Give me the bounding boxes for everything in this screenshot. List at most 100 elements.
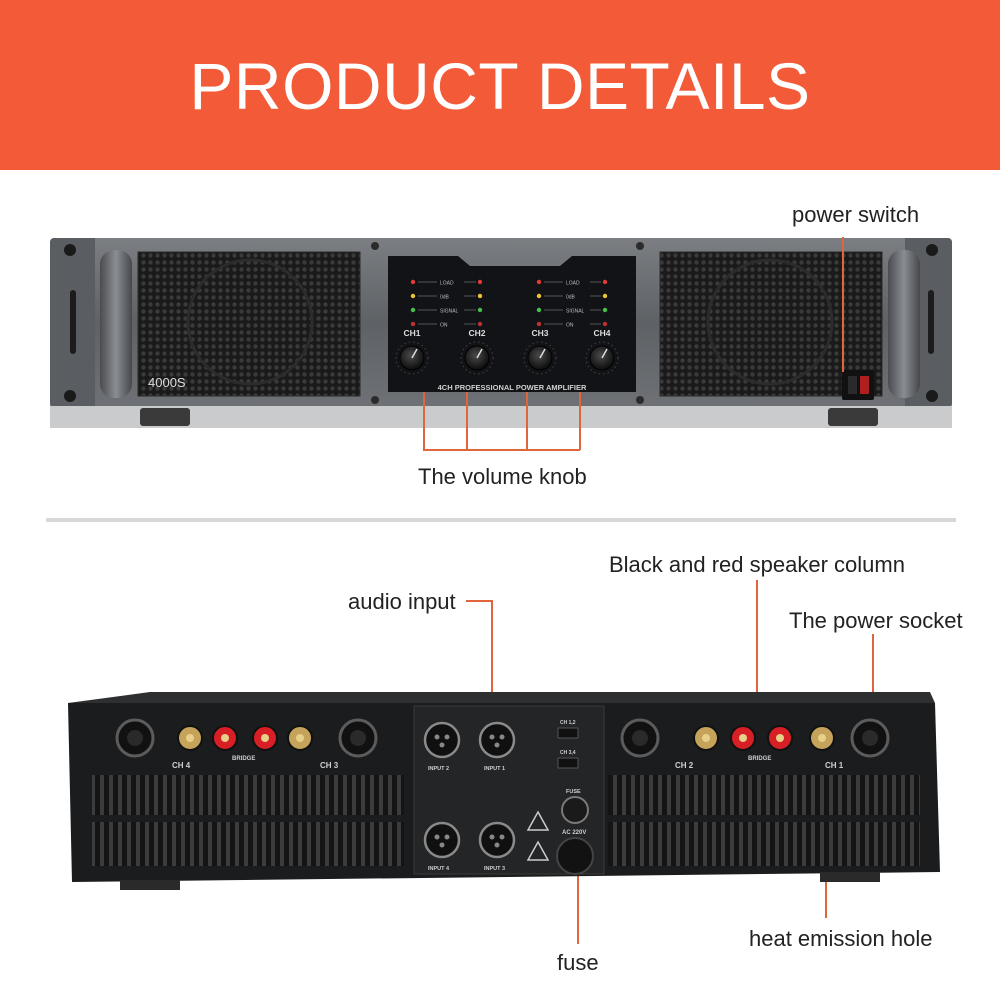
power-switch[interactable]	[842, 370, 874, 400]
indicator-led	[536, 279, 542, 285]
fuse-holder[interactable]	[561, 796, 589, 824]
binding-post[interactable]	[252, 725, 278, 751]
indicator-led	[602, 307, 608, 313]
audio-input-line	[466, 600, 493, 712]
input-label: INPUT 1	[484, 766, 505, 772]
left-fan-grille[interactable]	[137, 251, 361, 397]
output-label-ch4: CH 4	[172, 761, 191, 770]
header-banner: PRODUCT DETAILS	[0, 0, 1000, 170]
indicator-led	[602, 321, 608, 327]
volume-knob-ch4[interactable]	[585, 341, 619, 375]
binding-post[interactable]	[809, 725, 835, 751]
callout-volume-knob: The volume knob	[418, 464, 587, 489]
voltage-label: AC 220V	[562, 830, 586, 836]
mode-switch[interactable]	[557, 757, 579, 769]
channel-label: CH4	[593, 328, 610, 338]
model-label: 4000S	[148, 375, 186, 390]
mode-switch[interactable]	[557, 727, 579, 739]
speakon-socket[interactable]	[620, 718, 660, 758]
volume-knob-ch3[interactable]	[523, 341, 557, 375]
xlr-input[interactable]	[478, 821, 516, 859]
output-label-ch2: CH 2	[675, 761, 694, 770]
rack-hole	[926, 244, 938, 256]
channel-label: CH1	[403, 328, 420, 338]
indicator-led	[477, 307, 483, 313]
binding-post[interactable]	[693, 725, 719, 751]
input-label: INPUT 4	[428, 866, 450, 872]
volume-knob-ch2[interactable]	[460, 341, 494, 375]
warning-icon	[526, 840, 550, 861]
fuse-label: FUSE	[566, 789, 581, 795]
speakon-socket[interactable]	[338, 718, 378, 758]
indicator-led	[410, 321, 416, 327]
channel-label: CH3	[531, 328, 548, 338]
binding-post[interactable]	[287, 725, 313, 751]
heat-vent	[92, 822, 404, 866]
volume-knob-line	[423, 392, 581, 451]
indicator-label: LOAD	[566, 281, 580, 287]
output-label-ch1: CH 1	[825, 761, 844, 770]
indicator-label: ON	[440, 323, 448, 329]
indicator-label: LOAD	[440, 281, 454, 287]
display-caption: 4CH PROFESSIONAL POWER AMPLIFIER	[438, 383, 587, 392]
right-handle	[888, 250, 920, 398]
input-label: INPUT 3	[484, 866, 505, 872]
mode-label: CH 3,4	[560, 750, 576, 756]
power-cord-entry	[556, 837, 594, 875]
foot	[140, 408, 190, 426]
callout-audio-input: audio input	[348, 589, 456, 614]
heat-vent	[608, 822, 920, 866]
binding-post[interactable]	[767, 725, 793, 751]
back-panel	[68, 692, 940, 890]
bridge-label-right: BRIDGE	[748, 756, 771, 762]
rack-hole	[926, 390, 938, 402]
input-label: INPUT 2	[428, 766, 449, 772]
output-label-ch3: CH 3	[320, 761, 339, 770]
indicator-led	[477, 279, 483, 285]
callout-fuse: fuse	[557, 950, 599, 975]
indicator-led	[536, 293, 542, 299]
indicator-label: 0dB	[566, 295, 576, 301]
indicator-led	[410, 279, 416, 285]
mode-label: CH 1,2	[560, 720, 576, 726]
xlr-input[interactable]	[478, 721, 516, 759]
bridge-label-left: BRIDGE	[232, 756, 255, 762]
control-display	[388, 256, 636, 392]
indicator-label: SIGNAL	[440, 309, 459, 315]
indicator-led	[477, 321, 483, 327]
indicator-led	[536, 307, 542, 313]
warning-icon	[526, 810, 550, 831]
section-divider	[46, 518, 956, 522]
rack-hole	[64, 244, 76, 256]
indicator-label: SIGNAL	[566, 309, 585, 315]
callout-power-switch: power switch	[792, 202, 920, 227]
callout-heat-emission: heat emission hole	[749, 926, 933, 951]
foot	[828, 408, 878, 426]
binding-post[interactable]	[730, 725, 756, 751]
speakon-socket[interactable]	[115, 718, 155, 758]
rack-hole	[64, 390, 76, 402]
binding-post[interactable]	[212, 725, 238, 751]
channel-label: CH2	[468, 328, 485, 338]
indicator-led	[477, 293, 483, 299]
callout-power-socket: The power socket	[789, 608, 963, 633]
power-switch-indicator	[860, 376, 869, 394]
heat-vent	[92, 775, 404, 815]
power-socket[interactable]	[850, 718, 890, 758]
volume-knob-group: CH1 CH2 CH3 CH4	[395, 328, 619, 375]
indicator-led	[410, 307, 416, 313]
front-panel	[50, 238, 952, 428]
indicator-panel: LOAD 0dB SIGNAL ON LOAD 0dB SIGNAL ON	[410, 279, 608, 329]
indicator-led	[536, 321, 542, 327]
indicator-label: ON	[566, 323, 574, 329]
indicator-label: 0dB	[440, 295, 450, 301]
xlr-input[interactable]	[423, 821, 461, 859]
binding-post[interactable]	[177, 725, 203, 751]
volume-knob-ch1[interactable]	[395, 341, 429, 375]
xlr-input[interactable]	[423, 721, 461, 759]
indicator-led	[602, 279, 608, 285]
indicator-led	[602, 293, 608, 299]
callout-speaker-column: Black and red speaker column	[609, 552, 905, 577]
heat-vent	[608, 775, 920, 815]
